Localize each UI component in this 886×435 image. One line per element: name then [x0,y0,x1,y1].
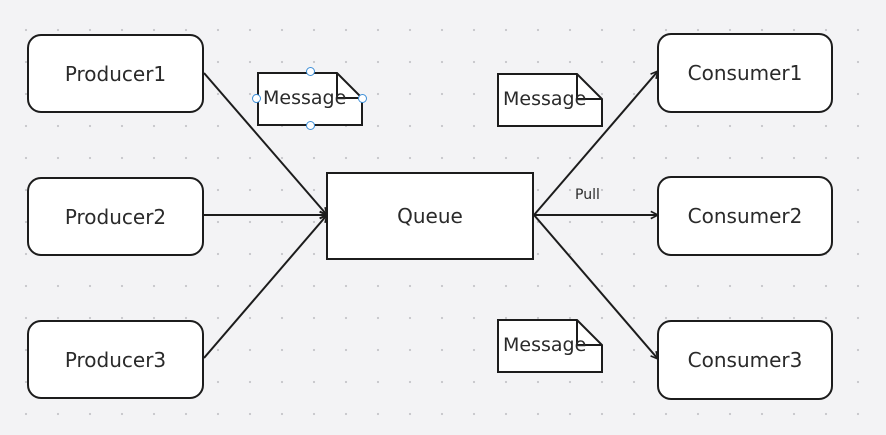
edge-label-pull: Pull [575,187,600,203]
producer2-node[interactable]: Producer2 [27,177,204,256]
note-shape-icon [497,73,603,127]
consumer2-label: Consumer2 [687,204,803,228]
resize-handle-left[interactable] [252,94,261,103]
note-shape-icon [257,72,363,126]
resize-handle-top[interactable] [306,67,315,76]
producer3-node[interactable]: Producer3 [27,320,204,399]
producer3-label: Producer3 [64,347,167,372]
consumer3-node[interactable]: Consumer3 [657,320,833,400]
consumer1-node[interactable]: Consumer1 [657,33,833,113]
consumer1-label: Consumer1 [687,61,803,85]
producer1-label: Producer1 [64,61,167,86]
edge-queue-consumer3[interactable] [533,214,658,359]
edge-queue-consumer1[interactable] [533,71,658,216]
consumer2-node[interactable]: Consumer2 [657,176,833,256]
message-note-2[interactable]: Message [497,73,603,127]
note-shape-icon [497,319,603,373]
message-note-3-label: Message [503,334,587,356]
message-note-1-label: Message [263,87,347,109]
queue-label: Queue [397,204,463,228]
message-note-2-label: Message [503,88,587,110]
edge-producer3-queue[interactable] [203,215,327,359]
edge-producer1-queue[interactable] [203,72,327,215]
consumer3-label: Consumer3 [687,348,803,372]
producer1-node[interactable]: Producer1 [27,34,204,113]
resize-handle-right[interactable] [358,94,367,103]
producer2-label: Producer2 [64,204,167,229]
message-note-1[interactable]: Message [252,67,367,130]
queue-node[interactable]: Queue [326,172,534,260]
message-note-3[interactable]: Message [497,319,603,373]
resize-handle-bottom[interactable] [306,121,315,130]
